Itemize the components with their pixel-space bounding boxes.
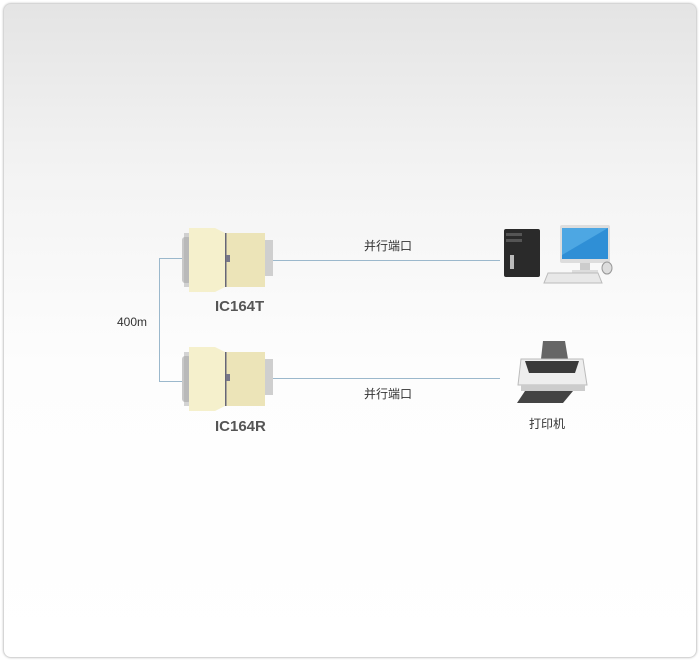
printer-label: 打印机	[529, 417, 566, 431]
parallel-cable-bottom	[272, 378, 500, 379]
computer-icon	[504, 225, 613, 284]
cable-stub-top	[159, 258, 184, 259]
ic164t-adapter-icon	[182, 228, 273, 292]
ic164t-label: IC164T	[215, 298, 265, 315]
ic164r-adapter-icon	[182, 347, 273, 411]
parallel-cable-top	[272, 260, 500, 261]
port-label-top: 并行端口	[364, 239, 413, 253]
printer-icon	[517, 341, 588, 403]
ic164r-label: IC164R	[215, 418, 266, 435]
cable-vertical	[159, 258, 160, 382]
port-label-bottom: 并行端口	[364, 387, 413, 401]
cable-stub-bottom	[159, 381, 184, 382]
distance-label: 400m	[117, 315, 148, 329]
diagram-frame	[3, 3, 697, 658]
